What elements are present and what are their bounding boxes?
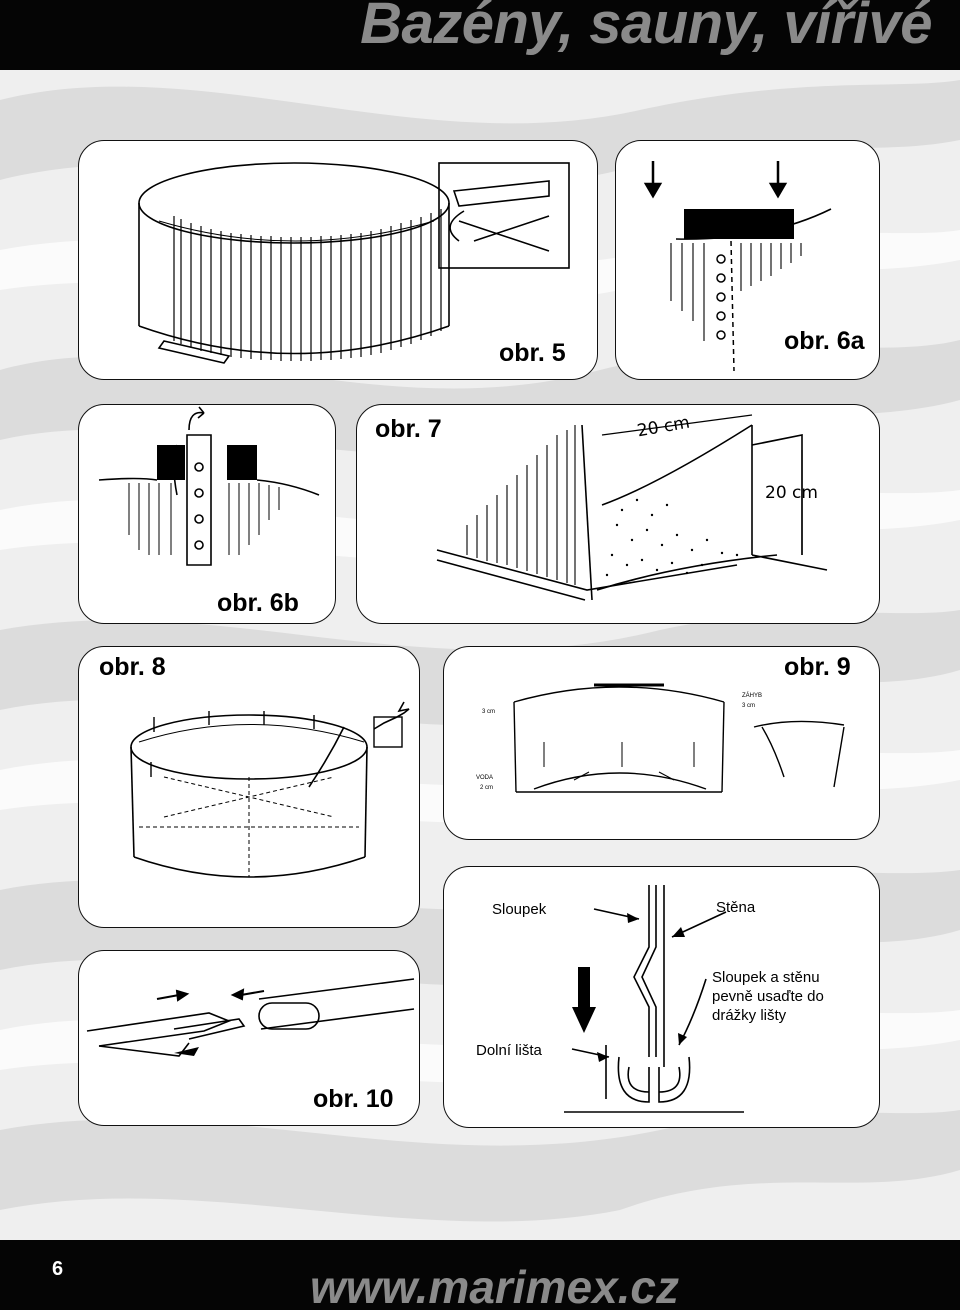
- rail-connector-illustration: [86, 978, 415, 1057]
- figure-6a-label: obr. 6a: [784, 327, 865, 355]
- page-title: Bazény, sauny, vířivé: [360, 0, 932, 56]
- figure-9-label: obr. 9: [784, 653, 851, 681]
- figure-11-label-wall: Stěna: [716, 899, 756, 916]
- figure-6b-panel: obr. 6b: [78, 404, 336, 624]
- figure-5-panel: obr. 5: [78, 140, 598, 380]
- figure-8-panel: obr. 8: [78, 646, 420, 928]
- figure-11-label-bottom-rail: Dolní lišta: [476, 1042, 542, 1059]
- figure-9-annotation-3cm-right: 3 cm: [742, 703, 756, 709]
- figure-11-panel: Sloupek Stěna Sloupek a stěnu pevně usaď…: [443, 866, 880, 1128]
- figure-11-label-post: Sloupek: [492, 901, 547, 918]
- figure-10-label: obr. 10: [313, 1085, 394, 1113]
- figure-9-annotation-zahyb: ZÁHYB: [742, 693, 763, 699]
- figure-8-label: obr. 8: [99, 653, 166, 681]
- figure-11-instruction-line-2: pevně usaďte do: [712, 988, 824, 1005]
- figure-7-panel: obr. 7 20 cm 20 cm: [356, 404, 880, 624]
- post-wall-rail-illustration: [564, 885, 744, 1113]
- rail-bend-illustration: [98, 406, 320, 566]
- page-number: 6: [52, 1258, 64, 1280]
- page-footer: 6 www.marimex.cz: [0, 1240, 960, 1310]
- figure-5-label: obr. 5: [499, 339, 566, 367]
- sand-cove-illustration: [436, 414, 828, 601]
- figure-11-instruction-line-1: Sloupek a stěnu: [712, 969, 820, 986]
- website-url[interactable]: www.marimex.cz: [310, 1261, 680, 1310]
- pool-wall-assembly-illustration: [138, 162, 570, 364]
- rail-insertion-illustration: [643, 161, 832, 372]
- page-header: Bazény, sauny, vířivé: [0, 0, 960, 70]
- figure-7-label: obr. 7: [375, 415, 442, 443]
- figure-11-instruction-line-3: drážky lišty: [712, 1007, 787, 1024]
- liner-placement-illustration: [130, 701, 410, 878]
- figure-6a-panel: obr. 6a: [615, 140, 880, 380]
- liner-fold-illustration: [513, 683, 845, 793]
- figure-10-panel: obr. 10: [78, 950, 420, 1126]
- figure-6b-label: obr. 6b: [217, 589, 299, 617]
- figure-7-dimension-side: 20 cm: [765, 483, 818, 503]
- figure-9-annotation-3cm: 3 cm: [482, 709, 496, 715]
- figure-9-panel: obr. 9 3 cm ZÁHYB 3 cm VODA 2 cm: [443, 646, 880, 840]
- figure-9-annotation-voda: VODA: [476, 775, 494, 781]
- figure-9-annotation-2cm: 2 cm: [480, 785, 494, 791]
